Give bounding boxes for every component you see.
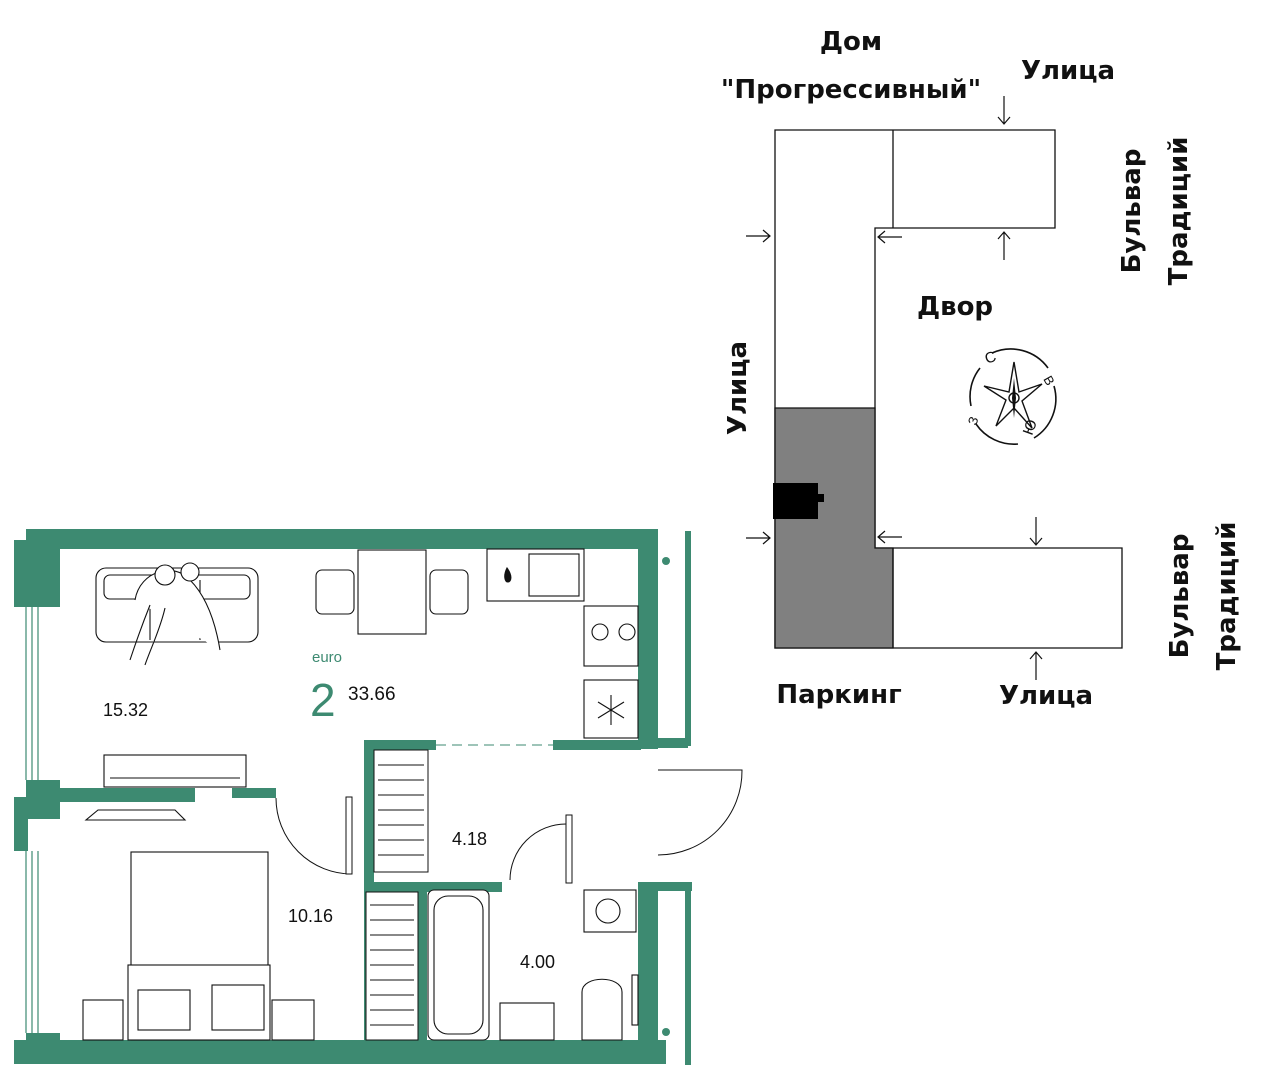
wall-dot bbox=[662, 557, 670, 565]
highlighted-section bbox=[774, 407, 894, 649]
sofa-icon bbox=[95, 562, 259, 666]
area-bedroom: 10.16 bbox=[288, 906, 333, 926]
partition-bath-left bbox=[417, 882, 427, 1040]
kitchen-icon bbox=[486, 548, 639, 739]
entrance-marker-notch bbox=[816, 494, 824, 502]
bed-icon bbox=[82, 851, 315, 1041]
entrance-marker bbox=[773, 483, 818, 519]
wall-right-lower bbox=[638, 882, 658, 1062]
arrow-icon bbox=[1029, 517, 1043, 546]
area-bathroom: 4.00 bbox=[520, 952, 555, 972]
wall-right-upper-jamb bbox=[658, 738, 688, 748]
tv-unit-icon bbox=[84, 754, 247, 821]
partition-hall-top-right bbox=[553, 740, 641, 750]
street-top-label: Улица bbox=[1021, 56, 1115, 86]
wall-right-upper-outer bbox=[685, 531, 691, 746]
site-plan: С В Ю З Дом "Прогрессивный" Улица Улица … bbox=[721, 27, 1242, 711]
walls bbox=[14, 529, 692, 1065]
arrow-icon bbox=[746, 531, 771, 545]
partition-bath-top bbox=[364, 882, 502, 892]
boulevard-top-line2: Традиций bbox=[1164, 137, 1194, 286]
arrow-icon bbox=[877, 230, 902, 244]
parking-label: Паркинг bbox=[776, 680, 901, 710]
arrow-icon bbox=[997, 96, 1011, 125]
arrow-icon bbox=[1029, 651, 1043, 680]
arrow-icon bbox=[877, 530, 902, 544]
wardrobe-icon bbox=[365, 749, 429, 1041]
doors bbox=[275, 744, 743, 884]
street-left-label: Улица bbox=[723, 341, 753, 435]
arrow-icon bbox=[746, 229, 771, 243]
wall-left-bottom-edge bbox=[14, 1040, 28, 1064]
wall-bottom bbox=[26, 1040, 666, 1064]
compass-west: З bbox=[965, 414, 982, 427]
house-name-line2: "Прогрессивный" bbox=[721, 75, 981, 105]
door-swing-entrance bbox=[657, 769, 743, 856]
rooms-count: 2 bbox=[310, 674, 336, 726]
toilet-icon bbox=[581, 978, 623, 1041]
compass-east: В bbox=[1040, 373, 1057, 388]
street-bottom-label: Улица bbox=[999, 681, 1093, 711]
wall-right-upper bbox=[638, 529, 658, 749]
floor-plan: euro 2 33.66 15.32 10.16 4.18 4.00 bbox=[14, 529, 743, 1065]
house-name-line1: Дом bbox=[820, 27, 882, 57]
wall-top bbox=[26, 529, 643, 549]
windows bbox=[25, 607, 39, 1033]
wall-left-lower bbox=[26, 1033, 60, 1064]
bathroom-fixtures bbox=[427, 889, 639, 1041]
wall-left-upper bbox=[26, 529, 60, 607]
total-area: 33.66 bbox=[348, 684, 396, 705]
format-label: euro bbox=[312, 649, 342, 666]
yard-label: Двор bbox=[917, 292, 993, 322]
wall-left-upper-edge bbox=[14, 540, 28, 607]
dining-table-icon bbox=[315, 549, 469, 635]
wall-right-lower-outer bbox=[685, 885, 691, 1065]
wall-right-lower-jamb bbox=[658, 882, 692, 891]
boulevard-bottom-line2: Традиций bbox=[1212, 522, 1242, 671]
door-swing-bedroom bbox=[275, 797, 353, 875]
washing-machine-icon bbox=[583, 889, 637, 933]
boulevard-top-line1: Бульвар bbox=[1117, 149, 1147, 274]
wall-dot bbox=[662, 1028, 670, 1036]
sink-icon bbox=[499, 1002, 555, 1041]
compass-rose-icon: С В Ю З bbox=[965, 348, 1058, 445]
partition-bedroom-living-b bbox=[232, 788, 276, 798]
entry-arrows bbox=[746, 96, 1043, 680]
wall-left-middle-edge bbox=[14, 797, 28, 851]
arrow-icon bbox=[997, 231, 1011, 260]
door-swing-bathroom bbox=[509, 823, 567, 881]
boulevard-bottom-line1: Бульвар bbox=[1165, 534, 1195, 659]
area-living: 15.32 bbox=[103, 700, 148, 720]
partition-hall-top-left bbox=[364, 740, 436, 750]
wall-left-middle bbox=[26, 780, 60, 819]
area-hall: 4.18 bbox=[452, 829, 487, 849]
partition-bedroom-living bbox=[60, 788, 195, 802]
compass-south: Ю bbox=[1020, 417, 1041, 437]
